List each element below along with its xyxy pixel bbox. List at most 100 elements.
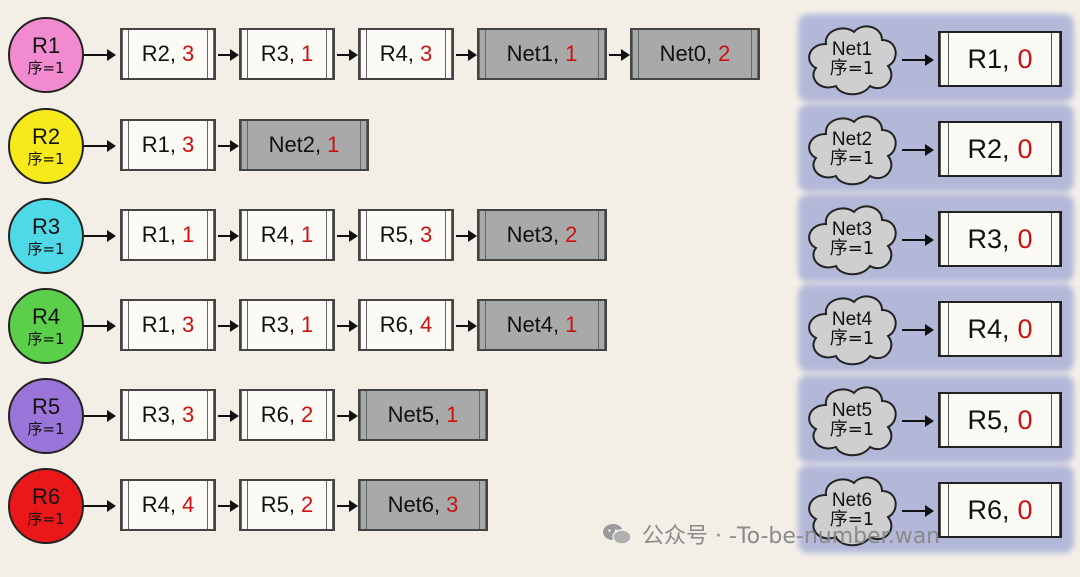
arrow [456,49,477,61]
router-name: R6 [31,483,61,509]
arrow [902,505,934,517]
entry-name: Net0 [659,41,707,66]
entry-cost: 0 [1017,43,1033,74]
entry-cost: 4 [420,312,433,337]
network-entry-r3: R3,0 [938,211,1062,267]
entry-name: R3 [967,223,1002,254]
lsa-entry-r4-net4: Net4,1 [477,299,607,351]
lsa-entry-r6-r5: R5,2 [239,479,335,531]
lsa-entry-r3-r4: R4,1 [239,209,335,261]
entry-cost: 3 [182,41,195,66]
entry-name: Net3 [506,222,554,247]
entry-separator: , [1001,43,1010,74]
entry-name: R4 [260,222,289,247]
entry-name: R3 [141,402,170,427]
arrow [218,320,239,332]
entry-separator: , [288,312,295,337]
entry-separator: , [288,41,295,66]
entry-cost: 1 [182,222,195,247]
entry-name: R3 [260,312,289,337]
lsa-entry-r2-net2: Net2,1 [239,119,369,171]
entry-separator: , [1001,223,1010,254]
cloud-seq: 序=1 [829,508,875,530]
entry-separator: , [553,41,560,66]
entry-name: R1 [141,222,170,247]
entry-name: R5 [260,492,289,517]
entry-separator: , [407,222,414,247]
wechat-icon [602,522,632,546]
lsa-entry-r4-r1: R1,3 [120,299,216,351]
entry-cost: 1 [301,312,314,337]
entry-cost: 0 [1017,133,1033,164]
arrow [337,49,358,61]
lsa-entry-r3-net3: Net3,2 [477,209,607,261]
entry-name: Net2 [268,132,316,157]
network-entry-r1: R1,0 [938,31,1062,87]
arrow [902,54,934,66]
entry-name: R3 [260,41,289,66]
entry-separator: , [407,41,414,66]
entry-separator: , [434,492,441,517]
cloud-name: Net1 [831,38,873,60]
entry-name: R5 [967,404,1002,435]
watermark-text: 公众号 · -To-be-number.wan [642,524,941,549]
entry-separator: , [169,222,176,247]
entry-name: R4 [141,492,170,517]
entry-name: Net4 [506,312,554,337]
lsa-entry-r4-r6: R6,4 [358,299,454,351]
entry-name: R6 [967,494,1002,525]
lsa-entry-r1-r3: R3,1 [239,28,335,80]
lsa-entry-r5-net5: Net5,1 [358,389,488,441]
router-name: R4 [31,303,61,329]
entry-separator: , [1001,313,1010,344]
entry-separator: , [288,222,295,247]
entry-cost: 1 [565,41,578,66]
cloud-name: Net2 [831,128,873,150]
entry-cost: 0 [1017,223,1033,254]
entry-separator: , [169,492,176,517]
lsa-entry-r5-r3: R3,3 [120,389,216,441]
cloud-shape-icon [808,115,897,186]
network-entry-r5: R5,0 [938,392,1062,448]
router-seq: 序=1 [27,419,65,438]
cloud-shape-icon [808,476,897,547]
lsa-entry-r5-r6: R6,2 [239,389,335,441]
entry-cost: 3 [446,492,459,517]
arrow [337,320,358,332]
lsa-entry-r1-r4: R4,3 [358,28,454,80]
entry-separator: , [434,402,441,427]
entry-cost: 4 [182,492,195,517]
entry-name: R1 [967,43,1002,74]
entry-cost: 1 [301,41,314,66]
entry-separator: , [169,41,176,66]
entry-cost: 2 [301,402,314,427]
arrow [337,500,358,512]
cloud-name: Net5 [831,399,873,421]
router-seq: 序=1 [27,329,65,348]
entry-cost: 0 [1017,494,1033,525]
entry-cost: 3 [420,41,433,66]
entry-name: R5 [379,222,408,247]
entry-name: R6 [260,402,289,427]
lsa-entry-r2-r1: R1,3 [120,119,216,171]
lsa-entry-r6-net6: Net6,3 [358,479,488,531]
arrow [218,49,239,61]
entry-separator: , [288,402,295,427]
entry-separator: , [407,312,414,337]
arrow [218,410,239,422]
lsa-entry-r3-r5: R5,3 [358,209,454,261]
entry-separator: , [169,402,176,427]
cloud-name: Net3 [831,218,873,240]
arrow [902,324,934,336]
arrow [456,230,477,242]
router-seq: 序=1 [27,149,65,168]
cloud-name: Net4 [831,308,873,330]
